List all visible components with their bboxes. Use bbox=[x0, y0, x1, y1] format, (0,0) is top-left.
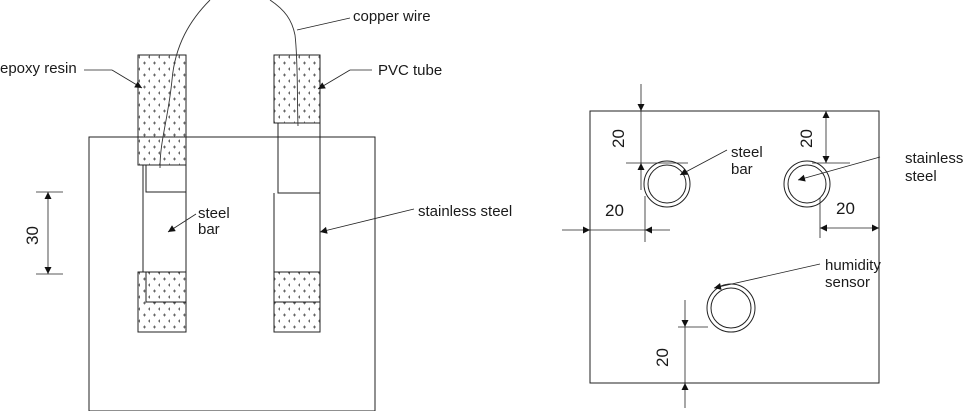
dim-b-label: 20 bbox=[653, 348, 672, 367]
specimen-plan bbox=[589, 110, 880, 384]
label-stainless-steel: stainless steel bbox=[418, 203, 512, 220]
label-copper-wire: copper wire bbox=[353, 8, 431, 25]
side-view: copper wire epoxy resin PVC tube steel b… bbox=[0, 0, 512, 411]
label-steel-bar-line2: bar bbox=[198, 221, 220, 238]
plug-bottom-right bbox=[273, 271, 321, 303]
label-top-bar: bar bbox=[731, 161, 753, 178]
dim-lh-label: 20 bbox=[605, 201, 624, 220]
label-humidity: humidity bbox=[825, 257, 881, 274]
label-epoxy-resin: epoxy resin bbox=[0, 60, 77, 77]
dim-tl-label: 20 bbox=[609, 129, 628, 148]
leader-copper-wire bbox=[296, 17, 351, 31]
label-sensor: sensor bbox=[825, 274, 870, 291]
label-steel-bar-line1: steel bbox=[198, 205, 230, 222]
top-view: steel bar stainless steel humidity senso… bbox=[562, 84, 963, 408]
epoxy-resin-top-left bbox=[137, 54, 187, 166]
dim30-label: 30 bbox=[23, 226, 42, 245]
leader-humidity bbox=[713, 263, 821, 290]
label-top-steel: steel bbox=[731, 144, 763, 161]
copper-wire-left bbox=[159, 0, 211, 169]
leader-top-stainless bbox=[797, 156, 881, 182]
label-pvc-tube: PVC tube bbox=[378, 62, 442, 79]
leader-top-steel-bar bbox=[679, 149, 728, 176]
stainless-steel-section bbox=[783, 160, 831, 208]
dim-rh-label: 20 bbox=[836, 199, 855, 218]
steel-bar-section bbox=[643, 160, 691, 208]
plug-top-left bbox=[145, 164, 187, 193]
leader-stainless-steel bbox=[319, 208, 415, 234]
pvc-tube bbox=[277, 122, 321, 194]
leader-steel-bar bbox=[167, 213, 197, 233]
concrete-block bbox=[88, 136, 376, 411]
stainless-steel-probe bbox=[269, 0, 321, 333]
leader-epoxy-2 bbox=[111, 69, 143, 89]
label-top-stainless-steel: steel bbox=[905, 168, 937, 185]
dim-tr-label: 20 bbox=[797, 129, 816, 148]
label-top-stainless: stainless bbox=[905, 150, 963, 167]
leader-pvc-2 bbox=[317, 69, 351, 90]
humidity-sensor-section bbox=[706, 283, 756, 333]
copper-wire-right bbox=[269, 0, 299, 127]
plug-bottom-left bbox=[145, 271, 187, 303]
steel-bar-probe bbox=[137, 0, 211, 333]
